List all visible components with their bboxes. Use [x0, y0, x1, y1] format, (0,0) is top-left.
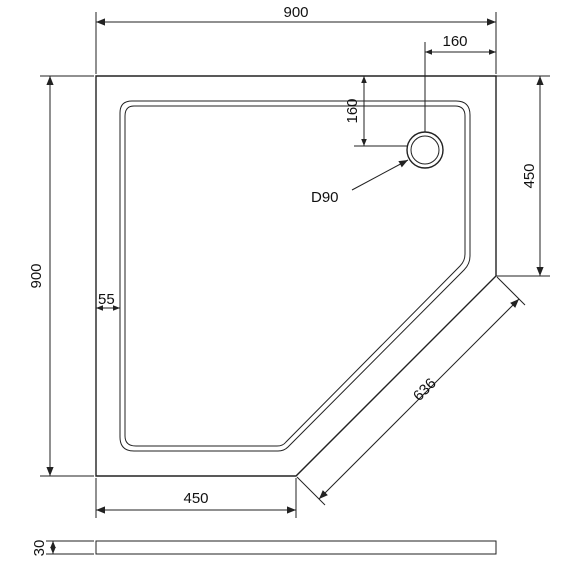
dim-diagonal: 636	[296, 276, 526, 506]
dim-top-width: 900	[95, 4, 497, 74]
dim-left-height: 900	[28, 75, 94, 477]
tray-basin	[119, 100, 471, 452]
dim-diagonal-label: 636	[410, 375, 440, 405]
dim-bottom-side-label: 450	[183, 490, 208, 507]
tray-basin-inner-edge	[124, 105, 466, 447]
dim-rim-width: 55	[96, 291, 120, 311]
dim-bottom-side: 450	[95, 478, 297, 518]
dim-right-side: 450	[496, 75, 550, 277]
dim-drain-offset-x-label: 160	[442, 33, 467, 50]
dim-left-height-label: 900	[28, 263, 45, 288]
dim-drain-offset-y-label: 160	[344, 98, 361, 123]
dim-thickness: 30	[31, 540, 94, 557]
drain-circle-inner	[410, 135, 440, 165]
dim-thickness-label: 30	[31, 540, 48, 557]
dim-drain-diameter: D90	[311, 159, 409, 206]
dim-rim-width-label: 55	[98, 291, 115, 308]
tray-side-profile	[95, 540, 497, 555]
dim-drain-offset-y: 160	[344, 76, 408, 147]
dim-top-width-label: 900	[283, 4, 308, 21]
dim-right-side-label: 450	[521, 163, 538, 188]
drain-circle	[406, 131, 444, 169]
dim-drain-diameter-label: D90	[311, 189, 339, 206]
dim-drain-offset-x: 160	[424, 33, 496, 132]
